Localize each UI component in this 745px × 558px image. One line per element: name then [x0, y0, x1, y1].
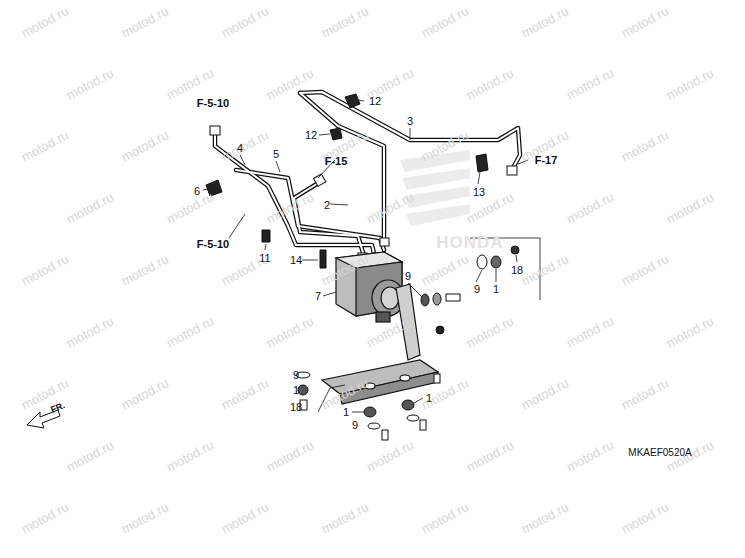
- watermark: motod.ru: [264, 438, 315, 474]
- callout-number: 2: [324, 200, 330, 211]
- watermark: motod.ru: [19, 128, 70, 164]
- watermark: motod.ru: [564, 314, 615, 350]
- watermark: motod.ru: [419, 4, 470, 40]
- callout-number: 7: [315, 291, 321, 302]
- watermark: motod.ru: [164, 190, 215, 226]
- reference-label: F-17: [535, 155, 558, 166]
- watermark: motod.ru: [264, 66, 315, 102]
- watermark: motod.ru: [464, 66, 515, 102]
- watermark: motod.ru: [619, 4, 670, 40]
- leader-line: [203, 100, 528, 412]
- watermark: motod.ru: [164, 314, 215, 350]
- watermark: motod.ru: [319, 4, 370, 40]
- bolt-washer: [296, 372, 440, 440]
- callout-number: 9: [352, 420, 358, 431]
- callout-number: 3: [407, 116, 413, 127]
- callout-number: 1: [293, 385, 299, 396]
- watermark: motod.ru: [64, 314, 115, 350]
- drawing-code: MKAEF0520A: [628, 448, 691, 458]
- watermark: motod.ru: [119, 4, 170, 40]
- watermark: motod.ru: [619, 376, 670, 412]
- watermark: motod.ru: [619, 128, 670, 164]
- callout-number: 5: [273, 149, 279, 160]
- watermark: motod.ru: [119, 500, 170, 536]
- watermark: motod.ru: [419, 252, 470, 288]
- watermark: motod.ru: [64, 66, 115, 102]
- watermark: motod.ru: [564, 66, 615, 102]
- watermark: motod.ru: [464, 314, 515, 350]
- reference-label: F-5-10: [197, 98, 229, 109]
- callout-number: 18: [511, 265, 523, 276]
- callout-number: 9: [293, 370, 299, 381]
- watermark: motod.ru: [464, 438, 515, 474]
- watermark: motod.ru: [19, 4, 70, 40]
- logo-text: HONDA: [436, 234, 503, 251]
- watermark: motod.ru: [164, 438, 215, 474]
- callout-number: 1: [493, 284, 499, 295]
- direction-label: FR.: [50, 401, 67, 415]
- watermark: motod.ru: [64, 438, 115, 474]
- watermark: motod.ru: [364, 438, 415, 474]
- callout-number: 12: [305, 130, 317, 141]
- watermark: motod.ru: [64, 190, 115, 226]
- callout-number: 9: [405, 271, 411, 282]
- watermark: motod.ru: [564, 190, 615, 226]
- callout-number: 6: [194, 186, 200, 197]
- callout-number: 9: [474, 284, 480, 295]
- brake-pipes: [215, 92, 520, 262]
- watermark: motod.ru: [19, 252, 70, 288]
- watermark: motod.ru: [519, 500, 570, 536]
- watermark: motod.ru: [664, 66, 715, 102]
- watermark: motod.ru: [319, 500, 370, 536]
- watermark: motod.ru: [164, 66, 215, 102]
- callout-number: 18: [290, 402, 302, 413]
- watermark: motod.ru: [564, 438, 615, 474]
- watermark: motod.ru: [119, 376, 170, 412]
- callout-number: 11: [259, 253, 270, 264]
- callout-number: 1: [426, 393, 432, 404]
- watermark: motod.ru: [119, 128, 170, 164]
- watermark: motod.ru: [619, 252, 670, 288]
- watermark: motod.ru: [364, 190, 415, 226]
- watermark: motod.ru: [119, 252, 170, 288]
- watermark: motod.ru: [219, 4, 270, 40]
- watermark: motod.ru: [219, 376, 270, 412]
- callout-number: 12: [369, 96, 381, 107]
- reference-label: F-15: [325, 156, 348, 167]
- logo-wing: [400, 150, 470, 226]
- flare-nut: [210, 126, 517, 261]
- watermark: motod.ru: [419, 500, 470, 536]
- watermark: motod.ru: [519, 376, 570, 412]
- watermark: motod.ru: [464, 190, 515, 226]
- watermark: motod.ru: [19, 500, 70, 536]
- watermark: motod.ru: [219, 500, 270, 536]
- reference-label: F-5-10: [197, 239, 229, 250]
- watermark: motod.ru: [664, 314, 715, 350]
- watermark: motod.ru: [519, 252, 570, 288]
- watermark: motod.ru: [619, 500, 670, 536]
- callout-number: 4: [237, 143, 243, 154]
- watermark: motod.ru: [264, 314, 315, 350]
- watermark: motod.ru: [219, 128, 270, 164]
- watermark: motod.ru: [519, 4, 570, 40]
- callout-number: 13: [473, 187, 485, 198]
- callout-number: 1: [343, 407, 349, 418]
- callout-number: 14: [290, 255, 302, 266]
- watermark: motod.ru: [664, 190, 715, 226]
